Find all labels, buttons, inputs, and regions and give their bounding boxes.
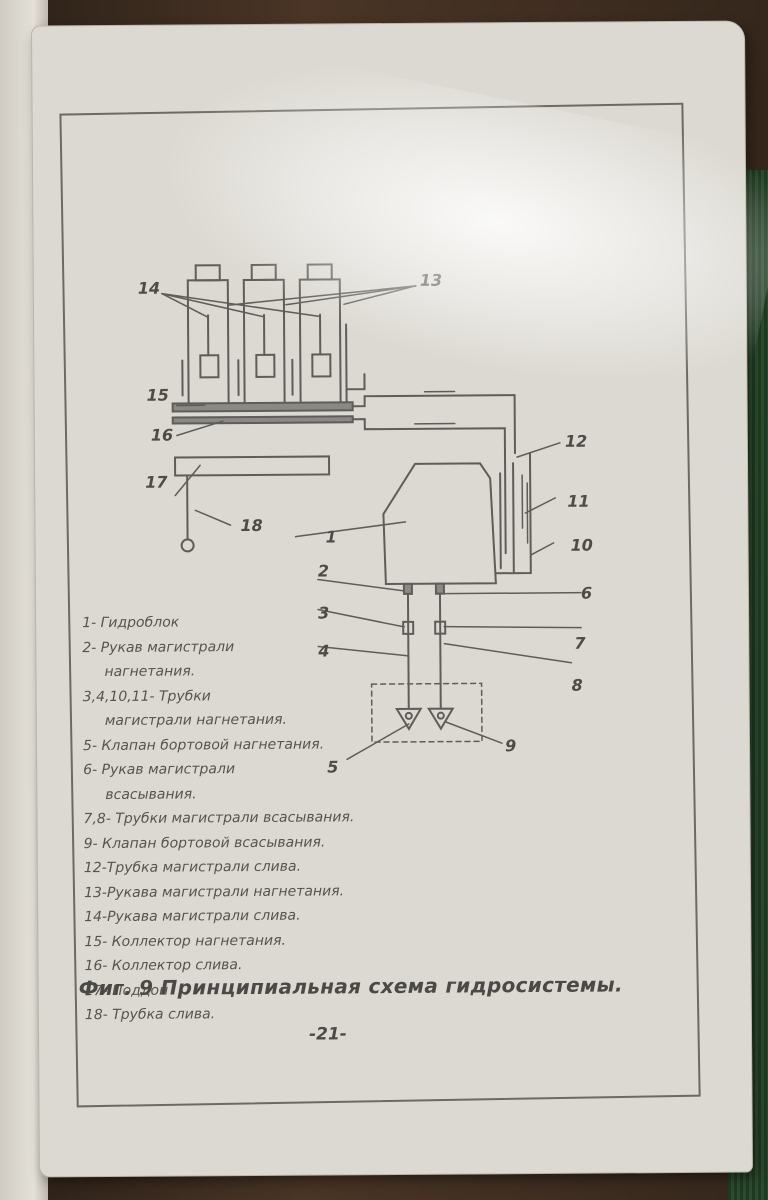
callout-16: 16	[151, 426, 173, 445]
callout-5: 5	[327, 757, 338, 776]
pressure-valve	[394, 707, 423, 731]
manual-page: 14 13 15 16 17 18 1 2 3 4 5 6 7 8 9 10 1…	[31, 21, 768, 1177]
page-number: -21-	[308, 1024, 347, 1045]
legend-item: 3,4,10,11- Трубки	[82, 687, 211, 705]
callout-12: 12	[565, 432, 587, 451]
callout-8: 8	[572, 676, 583, 695]
figure-caption: Фиг. 9 Принципиальная схема гидросистемы…	[78, 972, 623, 1001]
legend-item: 13-Рукава магистрали нагнетания.	[83, 882, 345, 901]
legend-item: 2- Рукав магистрали	[82, 638, 235, 656]
callout-4: 4	[317, 641, 329, 660]
legend-item: 15- Коллектор нагнетания.	[84, 932, 286, 950]
valve-box	[370, 682, 483, 743]
callout-15: 15	[147, 386, 169, 405]
callout-9: 9	[505, 736, 516, 755]
callout-13: 13	[420, 271, 442, 290]
hydraulic-cylinders	[181, 263, 348, 412]
callout-1: 1	[325, 527, 336, 546]
callout-17: 17	[145, 473, 168, 492]
callout-11: 11	[567, 492, 589, 511]
hydroblock	[382, 452, 532, 595]
callout-2: 2	[318, 561, 329, 580]
legend-item: нагнетания.	[104, 663, 196, 681]
legend-item: магистрали нагнетания.	[104, 711, 288, 730]
callout-7: 7	[574, 634, 586, 653]
legend-item: 5- Клапан бортовой нагнетания.	[82, 735, 325, 754]
legend: 1- Гидроблок 2- Рукав магистрали нагнета…	[82, 609, 415, 1028]
legend-item: 6- Рукав магистрали	[83, 761, 236, 779]
legend-item: 7,8- Трубки магистрали всасывания.	[83, 809, 355, 828]
legend-item: 9- Клапан бортовой всасывания.	[83, 833, 326, 852]
legend-item: 14-Рукава магистрали слива.	[84, 907, 301, 926]
callout-14: 14	[138, 279, 160, 298]
suction-valve	[426, 707, 455, 731]
callout-10: 10	[571, 536, 593, 555]
legend-item: 12-Трубка магистрали слива.	[83, 858, 302, 877]
suction-and-pressure-lines	[370, 592, 483, 743]
drain-collector	[171, 415, 354, 425]
callout-18: 18	[240, 516, 262, 535]
pressure-collector	[171, 401, 354, 413]
legend-item: всасывания.	[105, 785, 197, 803]
callout-6: 6	[581, 584, 592, 603]
callout-3: 3	[318, 603, 329, 622]
tray-assembly	[173, 455, 331, 553]
legend-item: 1- Гидроблок	[82, 614, 180, 632]
tray	[173, 455, 331, 477]
legend-item: 18- Трубка слива.	[84, 1006, 216, 1024]
